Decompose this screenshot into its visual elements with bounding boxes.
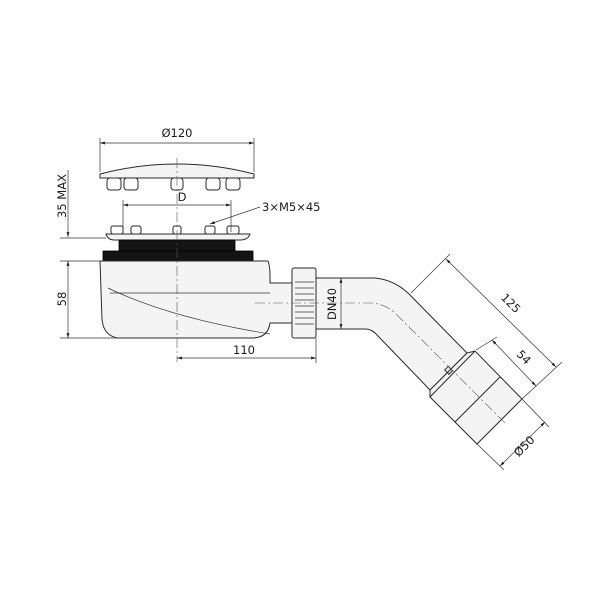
dim-label-cap-diameter: Ø120 [161,126,192,140]
dim-outlet-offset: 110 [177,338,317,363]
dim-label-body-height: 58 [55,292,69,307]
dim-label-height-max: 35 MAX [55,174,69,218]
dim-bolt-circle: D [122,190,232,232]
dim-label-outlet-size: DN40 [325,288,339,320]
gasket [102,239,254,262]
dim-outlet-size: DN40 [325,278,343,329]
label-screws: 3×M5×45 [262,200,320,214]
dim-label-sleeve-diameter: Ø50 [511,433,538,460]
dim-label-outlet-offset: 110 [233,343,255,357]
dim-label-bolt-circle: D [178,190,187,204]
screws-callout: 3×M5×45 [209,200,320,225]
dim-body-height: 58 [55,260,118,339]
dim-cap-diameter: Ø120 [99,126,255,172]
dim-label-pipe-length: 125 [498,290,523,315]
drain-flange [105,225,251,241]
dim-height-max: 35 MAX [55,170,106,239]
dim-label-sleeve-length: 54 [514,347,534,367]
drain-body [99,260,297,339]
center-lines [176,158,506,424]
